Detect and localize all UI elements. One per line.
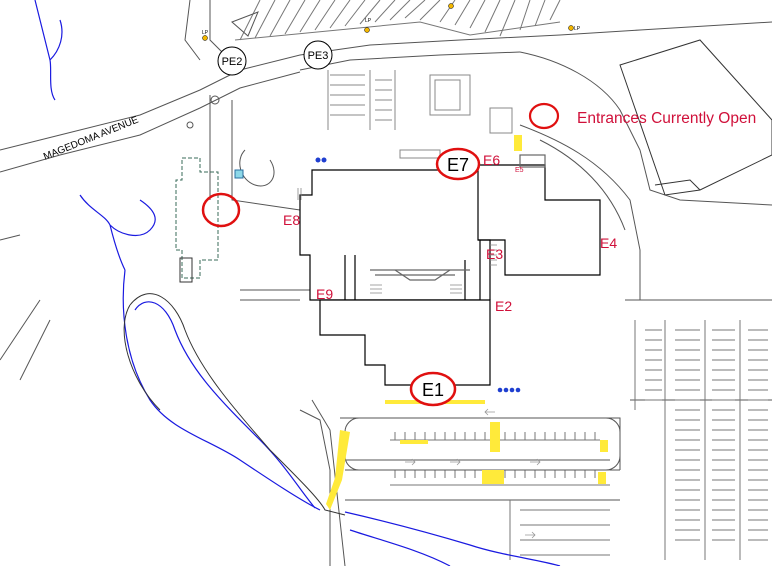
pedestrian-entrance-pe2[interactable]: PE2	[217, 46, 247, 76]
site-markers	[186, 95, 275, 187]
top-parking-lot	[231, 0, 561, 41]
west-building	[175, 157, 219, 283]
e1-label: E1	[422, 380, 444, 400]
lamp-post-3	[448, 3, 454, 9]
entrance-label-e9: E9	[316, 286, 333, 302]
lamp-post-label-1: LP	[202, 30, 209, 36]
pe2-label: PE2	[222, 56, 243, 68]
stair-hatching	[297, 188, 497, 294]
accessible-parking-icons	[315, 157, 521, 393]
legend-label: Entrances Currently Open	[577, 110, 756, 127]
lamp-post-4	[568, 25, 574, 31]
entrance-label-e4: E4	[600, 235, 617, 251]
entrance-label-e5: E5	[515, 167, 524, 174]
entrance-label-e3: E3	[486, 246, 503, 262]
open-entrance-west-marker[interactable]	[201, 192, 241, 228]
map-legend: Entrances Currently Open	[528, 102, 756, 130]
lamp-post-1	[202, 35, 208, 41]
trail-loop	[123, 293, 346, 516]
legend-marker	[528, 102, 560, 130]
entrance-label-e8: E8	[283, 212, 300, 228]
e7-label: E7	[447, 155, 469, 175]
creek	[34, 0, 561, 566]
open-entrance-e1[interactable]: E1	[409, 371, 457, 407]
south-parking-lot	[344, 417, 621, 560]
lamp-post-2	[364, 27, 370, 33]
east-parking-lot	[634, 320, 768, 560]
traffic-arrows	[405, 408, 541, 539]
open-entrance-e7[interactable]: E7	[435, 147, 481, 181]
east-structure	[619, 39, 772, 196]
pedestrian-entrance-pe3[interactable]: PE3	[303, 40, 333, 70]
upper-parking	[327, 70, 513, 159]
entrance-label-e6: E6	[483, 152, 500, 168]
lamp-post-label-2: LP	[365, 18, 372, 24]
lamp-post-label-3: LP	[574, 26, 581, 32]
pe3-label: PE3	[308, 50, 329, 62]
main-building	[299, 154, 601, 386]
entrance-label-e2: E2	[495, 298, 512, 314]
lamp-posts	[202, 3, 574, 41]
